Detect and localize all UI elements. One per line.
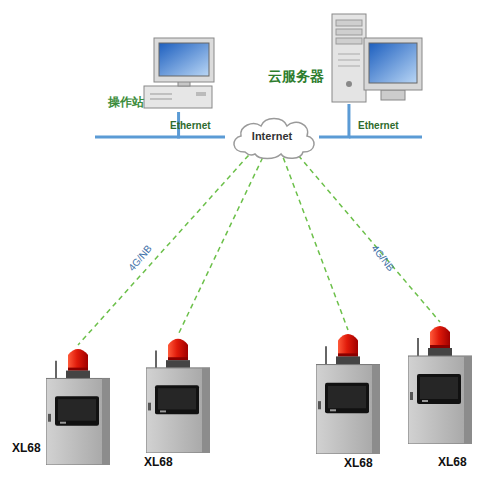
node-label: 云服务器 bbox=[268, 68, 324, 86]
xl68-cabinet-shape bbox=[316, 334, 380, 454]
bus-segment bbox=[95, 136, 180, 139]
xl68-cabinet: XL68 bbox=[46, 345, 110, 465]
edge-label: Ethernet bbox=[170, 120, 211, 131]
xl68-cabinet-art bbox=[46, 345, 110, 465]
node-label: 操作站 bbox=[108, 94, 144, 111]
xl68-cabinet-shape bbox=[146, 339, 210, 453]
node-label: XL68 bbox=[438, 455, 467, 469]
node-label: XL68 bbox=[344, 456, 373, 470]
edge-label: 4G/NB bbox=[126, 243, 154, 273]
edge-label: Ethernet bbox=[358, 120, 399, 131]
xl68-cabinet-art bbox=[316, 330, 380, 454]
internet-cloud: Internet bbox=[225, 114, 319, 160]
xl68-cabinet-art bbox=[146, 335, 210, 453]
wireless-link bbox=[283, 158, 348, 330]
wireless-link bbox=[78, 155, 249, 345]
operator-station: 操作站 bbox=[108, 36, 220, 112]
xl68-cabinet: XL68 bbox=[408, 322, 472, 444]
cloud-server-art bbox=[266, 12, 424, 104]
xl68-cabinet-shape bbox=[46, 349, 110, 465]
node-label: XL68 bbox=[12, 441, 41, 455]
wireless-link bbox=[178, 158, 263, 335]
xl68-cabinet: XL68 bbox=[146, 335, 210, 453]
xl68-cabinet: XL68 bbox=[316, 330, 380, 454]
operator-station-shape bbox=[144, 38, 214, 108]
cloud-server: 云服务器 bbox=[266, 12, 424, 104]
edge-label: 4G/NB bbox=[369, 243, 396, 273]
xl68-cabinet-shape bbox=[408, 326, 472, 444]
node-label: Internet bbox=[225, 130, 319, 142]
wireless-link bbox=[298, 155, 440, 322]
cloud-server-shape bbox=[332, 14, 422, 102]
node-label: XL68 bbox=[144, 455, 173, 469]
ethernet-link bbox=[319, 104, 349, 137]
xl68-cabinet-art bbox=[408, 322, 472, 444]
bus-segment bbox=[349, 136, 422, 139]
